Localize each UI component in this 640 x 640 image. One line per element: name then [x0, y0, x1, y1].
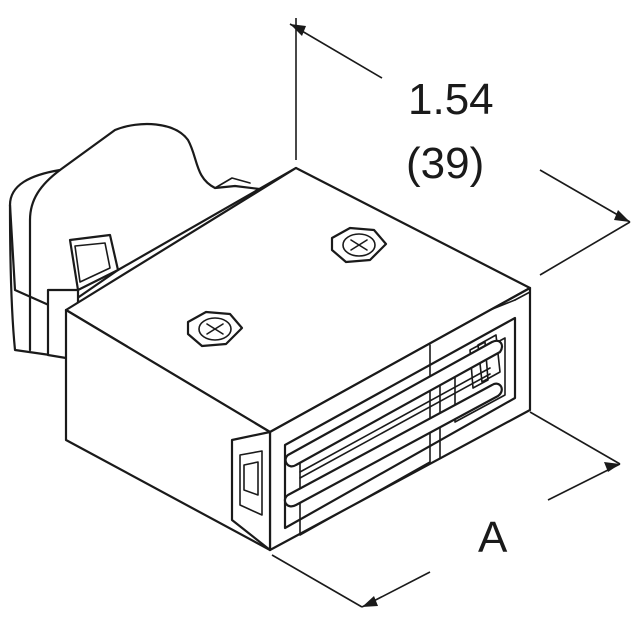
latch-bracket	[230, 430, 272, 552]
hex-screw-1	[330, 226, 388, 264]
hex-screw-2	[186, 310, 244, 348]
latch-rods	[283, 339, 504, 508]
width-dimension	[271, 411, 621, 608]
length-mm-label: (39)	[406, 139, 485, 188]
length-inches-label: 1.54	[408, 75, 494, 124]
length-dimension	[289, 18, 631, 276]
side-bracket	[489, 291, 531, 419]
width-a-label: A	[478, 513, 508, 562]
